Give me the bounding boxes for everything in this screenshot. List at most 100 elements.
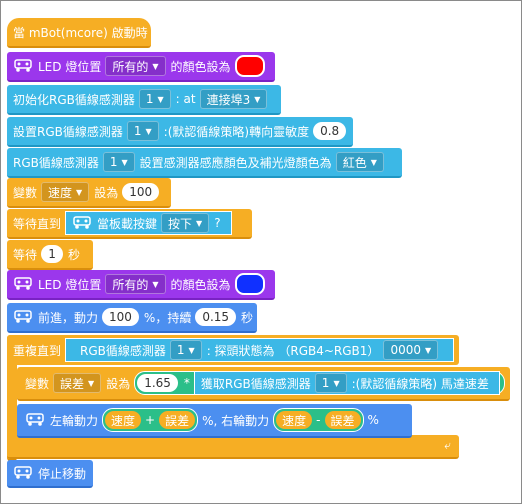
mbot-robot-icon (13, 465, 33, 482)
sensor-state-condition[interactable]: RGB循線感測器 1▼ : 探頭狀態為 （RGB4~RGB1） 0000▼ (65, 338, 455, 362)
fillcolor-mid-label: 設置感測器感應顏色及補光燈顏色為 (139, 155, 332, 170)
led-color-block[interactable]: LED 燈位置 所有的▼ 的顏色設為 (7, 52, 275, 82)
init-at-label: : at (175, 92, 196, 106)
hat-label: 當 mBot(mcore) 啟動時 (13, 25, 148, 40)
right-wheel-label: %, 右輪動力 (202, 413, 270, 428)
forward-unit-label: 秒 (241, 310, 254, 325)
setvar-set-label: 設為 (94, 185, 119, 200)
when-started-hat-block[interactable]: 當 mBot(mcore) 啟動時 (7, 18, 151, 48)
error-variable[interactable]: 誤差 (159, 411, 196, 429)
repeat-label: 重複直到 (13, 343, 62, 358)
add-operator[interactable]: 速度 + 誤差 (102, 408, 199, 432)
multiply-operator[interactable]: 1.65 * 獲取RGB循線感測器 1▼ :(默認循線策略) 馬達速差 (134, 371, 505, 395)
triangle-down-icon: ▼ (157, 94, 164, 104)
triangle-down-icon: ▼ (333, 378, 340, 388)
set-fill-color-block[interactable]: RGB循線感測器 1▼ 設置感測器感應顏色及補光燈顏色為 紅色▼ (7, 148, 402, 178)
triangle-down-icon: ▼ (121, 157, 128, 167)
mbot-robot-icon (13, 309, 33, 326)
setvar-value-input[interactable]: 100 (122, 183, 160, 201)
led-position-dropdown[interactable]: 所有的▼ (105, 56, 166, 76)
triangle-down-icon: ▼ (76, 187, 83, 197)
seterror-set-label: 設為 (106, 376, 131, 391)
mbot-robot-icon (25, 412, 45, 429)
led-color-swatch[interactable] (234, 55, 265, 77)
fillcolor-index-dropdown[interactable]: 1▼ (102, 152, 135, 172)
forward-label: 前進，動力 (38, 310, 99, 325)
led-position-dropdown[interactable]: 所有的▼ (105, 274, 166, 294)
led-label: LED 燈位置 (38, 59, 102, 74)
forward-power-input[interactable]: 100 (102, 308, 139, 326)
board-button-label: 當板載按鍵 (97, 216, 158, 231)
wait-unit-label: 秒 (68, 247, 81, 262)
speed-variable[interactable]: 速度 (105, 411, 142, 429)
init-label: 初始化RGB循線感測器 (13, 92, 135, 107)
wait-label: 等待 (13, 247, 38, 262)
seterror-label: 變數 (25, 376, 50, 391)
repeat-until-header[interactable]: 重複直到 RGB循線感測器 1▼ : 探頭狀態為 （RGB4~RGB1） 000… (7, 335, 459, 365)
init-index-dropdown[interactable]: 1▼ (138, 89, 171, 109)
percent-label: % (367, 413, 379, 427)
led-color-label: 的顏色設為 (170, 277, 231, 292)
set-error-variable-block[interactable]: 變數 誤差▼ 設為 1.65 * 獲取RGB循線感測器 1▼ :(默認循線策略)… (17, 367, 510, 401)
mbot-robot-icon (72, 215, 92, 232)
forward-percent-label: %，持續 (143, 310, 192, 325)
seterror-sensor-label: 獲取RGB循線感測器 (200, 376, 311, 391)
set-variable-block[interactable]: 變數 速度▼ 設為 100 (7, 178, 171, 208)
fillcolor-color-dropdown[interactable]: 紅色▼ (335, 152, 384, 172)
led-color-swatch[interactable] (234, 273, 265, 295)
seterror-suffix-label: :(默認循線策略) 馬達速差 (351, 376, 489, 391)
init-port-dropdown[interactable]: 連接埠3▼ (199, 89, 268, 109)
set-sensitivity-block[interactable]: 設置RGB循線感測器 1▼ :(默認循線策略)轉向靈敏度 0.8 (7, 117, 353, 147)
led-color-label: 的顏色設為 (170, 59, 231, 74)
triangle-down-icon: ▼ (196, 218, 203, 228)
stop-label: 停止移動 (38, 466, 87, 481)
stop-moving-block[interactable]: 停止移動 (7, 460, 93, 488)
board-button-condition[interactable]: 當板載按鍵 按下▼ ? (65, 211, 232, 235)
repeat-index-dropdown[interactable]: 1▼ (169, 340, 202, 360)
error-variable[interactable]: 誤差 (324, 411, 361, 429)
forward-duration-input[interactable]: 0.15 (195, 308, 237, 326)
multiply-sign: * (183, 376, 190, 390)
button-state-dropdown[interactable]: 按下▼ (161, 213, 210, 233)
mbot-robot-icon (13, 58, 33, 75)
setvar-variable-dropdown[interactable]: 速度▼ (41, 182, 90, 202)
speed-variable[interactable]: 速度 (276, 411, 313, 429)
triangle-down-icon: ▼ (88, 378, 95, 388)
seterror-factor-input[interactable]: 1.65 (137, 374, 178, 392)
setvar-label: 變數 (13, 185, 38, 200)
sensitivity-label: 設置RGB循線感測器 (13, 124, 123, 139)
sensitivity-index-dropdown[interactable]: 1▼ (126, 121, 159, 141)
left-wheel-label: 左輪動力 (50, 413, 99, 428)
fillcolor-label: RGB循線感測器 (13, 155, 99, 170)
loop-arrow-icon: ⤶ (444, 438, 451, 452)
triangle-down-icon: ▼ (145, 126, 152, 136)
motor-difference-reporter[interactable]: 獲取RGB循線感測器 1▼ :(默認循線策略) 馬達速差 (193, 371, 500, 395)
led-color-block-2[interactable]: LED 燈位置 所有的▼ 的顏色設為 (7, 270, 275, 300)
repeat-state-dropdown[interactable]: 0000▼ (383, 340, 439, 360)
repeat-mid-label: : 探頭狀態為 （RGB4~RGB1） (206, 343, 380, 358)
triangle-down-icon: ▼ (188, 345, 195, 355)
triangle-down-icon: ▼ (152, 61, 159, 71)
triangle-down-icon: ▼ (152, 279, 159, 289)
seterror-index-dropdown[interactable]: 1▼ (314, 373, 347, 393)
wait-until-block[interactable]: 等待直到 當板載按鍵 按下▼ ? (7, 209, 252, 239)
triangle-down-icon: ▼ (424, 345, 432, 355)
move-forward-block[interactable]: 前進，動力 100 %，持續 0.15 秒 (7, 303, 257, 333)
wait-seconds-input[interactable]: 1 (41, 245, 64, 263)
plus-sign: + (145, 413, 156, 427)
set-wheel-power-block[interactable]: 左輪動力 速度 + 誤差 %, 右輪動力 速度 - 誤差 % (17, 404, 412, 438)
repeat-sensor-label: RGB循線感測器 (80, 343, 166, 358)
minus-sign: - (316, 413, 321, 427)
seterror-variable-dropdown[interactable]: 誤差▼ (53, 373, 102, 393)
init-rgb-sensor-block[interactable]: 初始化RGB循線感測器 1▼ : at 連接埠3▼ (7, 85, 281, 115)
led-label: LED 燈位置 (38, 277, 102, 292)
sensitivity-mid-label: :(默認循線策略)轉向靈敏度 (163, 124, 310, 139)
triangle-down-icon: ▼ (370, 157, 377, 167)
waituntil-label: 等待直到 (13, 216, 62, 231)
subtract-operator[interactable]: 速度 - 誤差 (273, 408, 364, 432)
question-mark: ? (214, 216, 221, 230)
mbot-robot-icon (13, 276, 33, 293)
triangle-down-icon: ▼ (254, 94, 261, 104)
sensitivity-value-input[interactable]: 0.8 (313, 122, 347, 140)
wait-seconds-block[interactable]: 等待 1 秒 (7, 240, 93, 270)
